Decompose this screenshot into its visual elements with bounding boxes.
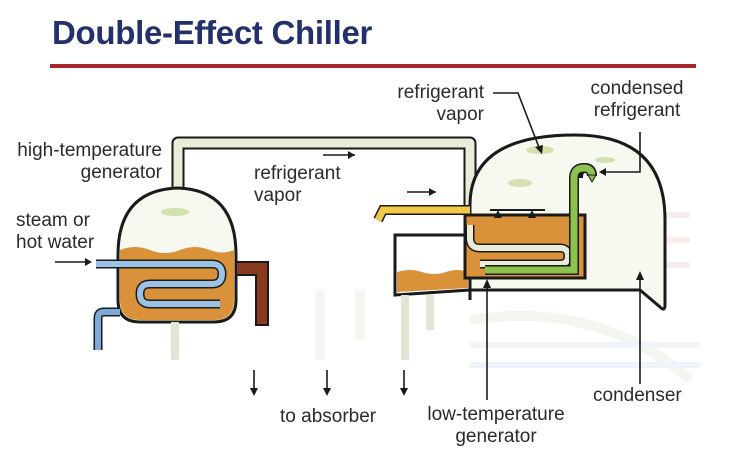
flow-arrows	[55, 92, 644, 400]
title-underline	[50, 64, 696, 68]
label-line: refrigerant	[254, 163, 341, 184]
label-line: refrigerant	[397, 82, 484, 103]
label-condenser: condenser	[593, 385, 682, 406]
steam-return-pipe	[93, 307, 120, 350]
label-line: generator	[455, 426, 537, 447]
label-refrigerant-vapor-top: refrigerant vapor	[380, 82, 484, 126]
label-low-temperature-generator: low-temperature generator	[420, 404, 572, 448]
label-high-temperature-generator: high-temperature generator	[10, 140, 162, 184]
label-condensed-refrigerant: condensed refrigerant	[583, 78, 691, 122]
background-ghost-shapes	[315, 212, 700, 384]
pointer-condensed-refrigerant	[603, 132, 641, 173]
label-line: vapor	[436, 104, 484, 125]
label-line: high-temperature	[17, 140, 162, 161]
htg-side-outlet	[235, 261, 269, 326]
high-temperature-generator	[93, 136, 477, 360]
low-temperature-generator	[373, 162, 597, 360]
ltg-solution	[397, 270, 468, 292]
label-line: hot water	[16, 232, 95, 253]
page-title: Double-Effect Chiller	[52, 14, 373, 51]
label-steam-or-hot-water: steam or hot water	[16, 210, 94, 254]
pointer-refrigerant-vapor	[493, 92, 541, 151]
label-line: refrigerant	[593, 100, 681, 121]
label-line: steam or	[16, 210, 90, 231]
label-refrigerant-vapor-left: refrigerant vapor	[254, 163, 341, 207]
label-line: generator	[80, 162, 162, 183]
label-line: low-temperature	[427, 404, 565, 425]
label-line: vapor	[254, 185, 302, 206]
label-to-absorber: to absorber	[280, 406, 377, 427]
label-line: condensed	[590, 78, 684, 99]
